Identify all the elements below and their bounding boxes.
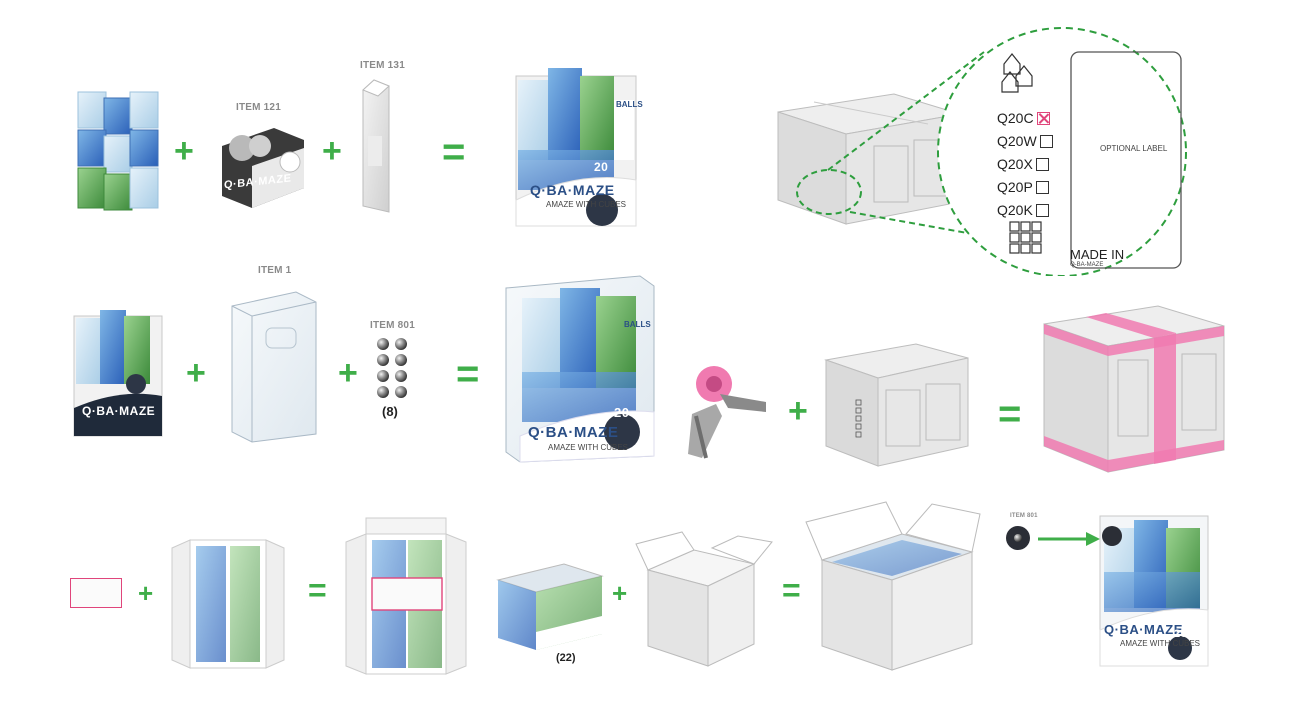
zoom-callout [796,27,1187,276]
shipping-carton-image [777,93,961,225]
open-carton-image [635,531,773,667]
zoom-brand-text: Q-BA-MAZE [1070,262,1104,268]
small-product-brand: Q·BA·MAZE [82,404,156,418]
product-count-badge: 20 [594,160,609,174]
optional-label-text: OPTIONAL LABEL [1100,144,1168,153]
item-131-label: ITEM 131 [360,60,405,71]
ball-sticker-image [1006,526,1030,550]
checkbox-icon [1035,180,1049,194]
taped-carton-image [1043,305,1225,473]
plus-operator: + [138,578,154,608]
ball-tube-image [362,79,390,213]
plus-operator: + [322,132,342,170]
balls-text: BALLS [616,100,643,109]
final-product-brand: Q·BA·MAZE [1104,622,1183,637]
packaged-product-small-image [73,310,163,437]
item-121-label: ITEM 121 [236,102,281,113]
checkbox-icon [1039,134,1053,148]
final-product-image [1099,515,1209,667]
code-row-q20w: Q20W [997,133,1053,149]
code-row-q20k: Q20K [997,202,1049,218]
clear-box-image [231,291,317,443]
final-product-count: 20 [1174,628,1188,640]
equals-operator: = [782,572,801,608]
tape-gun-image [688,366,766,459]
code-row-q20p: Q20P [997,179,1049,195]
item-1-label: ITEM 1 [258,265,292,276]
final-product-tagline: AMAZE WITH CUBES [1120,639,1201,648]
boxed-product-count: 20 [614,405,630,420]
item-801-label: ITEM 801 [370,320,415,331]
product-brand-text: Q·BA·MAZE [530,182,615,198]
tray-with-label-image [345,517,467,675]
plus-operator: + [186,354,206,392]
checked-box-icon [1036,111,1050,125]
sealed-carton-image [824,343,969,467]
packaged-product-image [515,68,637,227]
arrow-right-icon [1038,532,1100,546]
label-sheet-image [70,578,122,608]
filled-carton-image [805,501,981,671]
boxed-product-brand: Q·BA·MAZE [528,424,619,441]
code-row-q20c: Q20C [997,110,1050,126]
cubes-stack-image [77,91,159,211]
ball-count-text: (8) [382,404,398,419]
item-801-small-label: ITEM 801 [1010,513,1038,519]
boxed-product-tagline: AMAZE WITH CUBES [548,443,629,452]
product-pallet-image [496,563,604,650]
plus-operator: + [788,392,808,430]
backer-card-image [222,128,304,208]
checkbox-icon [1035,157,1049,171]
code-row-q20x: Q20X [997,156,1049,172]
checkbox-icon [1035,203,1049,217]
pack-count-text: (22) [556,652,576,664]
boxed-product-image [505,275,655,463]
equals-operator: = [442,130,466,174]
boxed-balls-text: BALLS [624,320,651,329]
plus-operator: + [174,132,194,170]
plus-operator: + [338,354,358,392]
open-tray-image [171,539,285,669]
made-in-text: MADE IN [1070,247,1125,262]
equals-operator: = [456,352,480,396]
equals-operator: = [998,392,1022,436]
steel-balls-image [377,338,407,398]
equals-operator: = [308,572,327,608]
plus-operator: + [612,578,628,608]
product-tagline: AMAZE WITH CUBES [546,200,627,209]
